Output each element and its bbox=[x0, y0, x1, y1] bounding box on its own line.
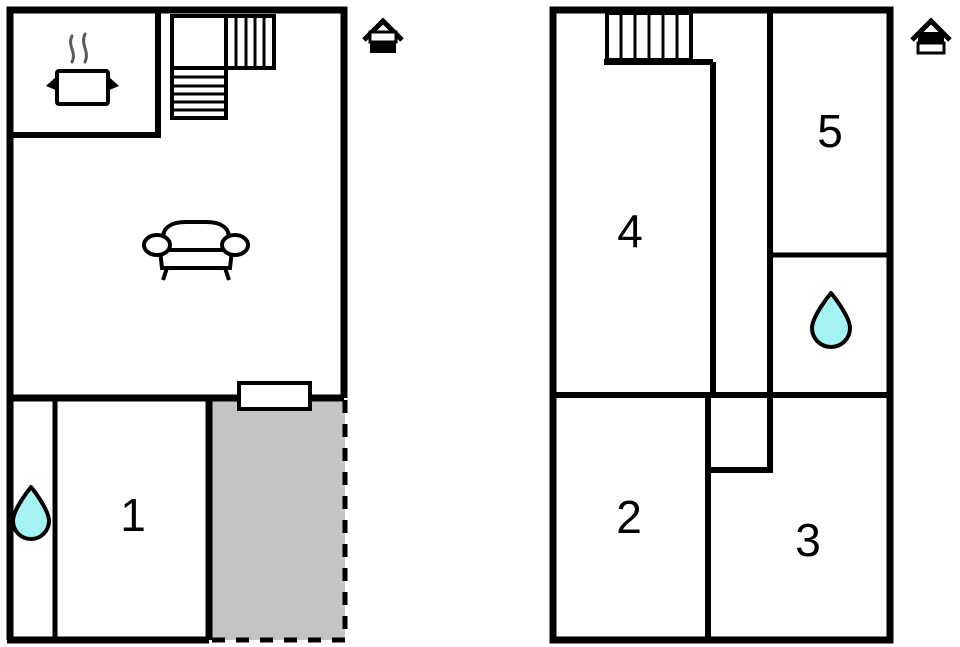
stairs-icon-upper bbox=[605, 11, 693, 62]
stairs-icon-ground bbox=[170, 14, 276, 120]
upper-floor-outer-wall bbox=[549, 6, 894, 644]
water-drop-icon-upper bbox=[810, 291, 852, 349]
room-label-3: 3 bbox=[795, 514, 821, 566]
ground-floor-plan: 1 bbox=[6, 6, 404, 644]
upper-hallway-notch-wall bbox=[708, 395, 773, 473]
ground-floor-outer-wall bbox=[6, 6, 348, 640]
terrace-area bbox=[209, 400, 345, 640]
water-drop-icon-ground bbox=[11, 485, 51, 541]
upper-floor-plan: 4 5 2 3 bbox=[549, 6, 952, 644]
kitchen-partition-wall bbox=[8, 10, 161, 138]
terrace-door bbox=[237, 381, 312, 411]
house-orientation-icon-left bbox=[362, 17, 404, 53]
room-label-4: 4 bbox=[617, 205, 643, 257]
sofa-icon bbox=[142, 220, 250, 281]
terrace-dashed-boundary bbox=[209, 400, 348, 643]
house-orientation-icon-right bbox=[910, 17, 952, 55]
room-label-1: 1 bbox=[120, 489, 146, 541]
room-label-2: 2 bbox=[616, 491, 642, 543]
cooking-pot-icon bbox=[46, 32, 119, 106]
room-label-5: 5 bbox=[817, 105, 843, 157]
